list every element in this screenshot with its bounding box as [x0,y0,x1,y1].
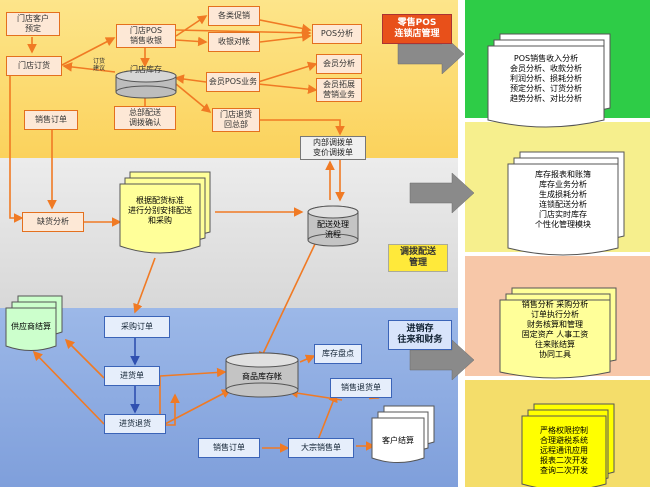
inventory-label: 商品库存帐 [242,372,282,381]
member-pos-box: 会员POS业务 [206,72,260,92]
retail-pos-title: 零售POS 连锁店管理 [382,14,452,44]
internal-transfer-box: 内部调拨单 变价调拨单 [300,136,366,160]
store-return-box: 门店退货 回总部 [212,108,260,132]
sales-order-bottom-box: 销售订单 [198,438,260,458]
right-doc-1: POS销售收入分析 会员分析、收款分析 利润分析、损耗分析 预定分析、订货分析 … [510,54,582,103]
shortage-box: 缺货分析 [22,212,84,232]
order-suggest-label: 订货 建议 [92,58,105,72]
store-inventory-cylinder [115,69,177,99]
distribution-band [0,158,458,308]
right-doc-2: 库存报表和账簿 库存业务分析 生成损耗分析 连锁配送分析 门店实时库存 个性化管… [535,170,591,229]
hq-distribution-box: 总部配送 调拨确认 [114,106,176,130]
wholesale-order-box: 大宗销售单 [288,438,354,458]
purchase-order-box: 采购订单 [104,316,170,338]
distribution-flow-label: 配送处理 流程 [317,220,349,239]
pos-analysis-box: POS分析 [312,24,362,44]
sales-order-box: 销售订单 [24,110,78,130]
inventory-cylinder [225,352,299,398]
inventory-finance-title: 进销存 往来和财务 [388,320,452,350]
supplier-settle-label: 供应商结算 [11,322,51,331]
member-analysis-box: 会员分析 [316,54,362,74]
member-expand-box: 会员拓展 营销业务 [316,78,362,102]
store-order-box: 门店订货 [6,56,62,76]
store-pos-box: 门店POS 销售收银 [116,24,176,48]
stock-check-box: 库存盘点 [314,344,362,364]
plan-doc-label: 根据配货标准 进行分别安排配送 和采购 [128,196,192,225]
customer-settle-label: 客户结算 [382,436,414,445]
distribution-cylinder [307,205,359,247]
right-doc-3: 销售分析 采购分析 订单执行分析 财务核算和管理 固定资产 人事工资 往来账结算… [521,300,589,359]
purchase-return-box: 进货退货 [104,414,166,434]
receipt-check-box: 收银对帐 [208,32,260,52]
distribution-title: 调拨配送 管理 [388,244,448,272]
sales-return-box: 销售退货单 [330,378,392,398]
right-doc-4: 严格权限控制 合理避税系统 远程通讯应用 报表二次开发 查询二次开发 [540,426,588,475]
store-customer-box: 门店客户 预定 [6,12,60,36]
store-inventory-label: 门店库存 [130,65,162,74]
promotion-box: 各类促销 [208,6,260,26]
receipt-box: 进货单 [104,366,160,386]
